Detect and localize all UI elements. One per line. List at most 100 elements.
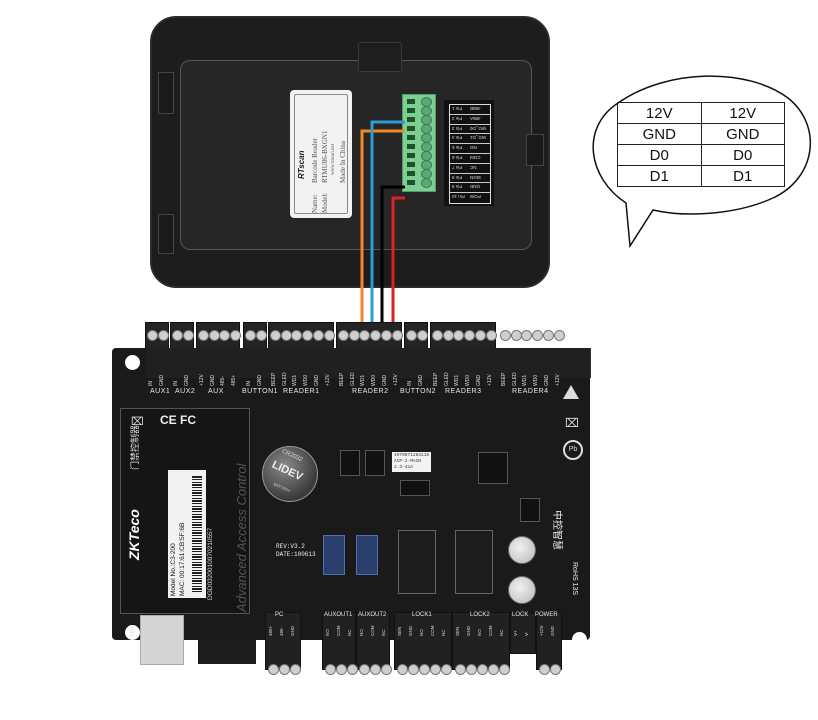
- label-lock1: LOCK1: [412, 612, 432, 618]
- terminal-screw: [268, 664, 279, 675]
- esd-warning-icon: [563, 385, 579, 399]
- pin-label: GND: [543, 374, 550, 386]
- pin-label: BEEP: [339, 372, 345, 386]
- terminal-pc: [265, 612, 301, 670]
- link-led-label: LINK: [130, 624, 136, 636]
- terminal-screw: [391, 330, 403, 341]
- zkteco-logo: ZKTeco: [126, 509, 142, 560]
- wire-d0-blue: [370, 120, 405, 338]
- terminal-screw: [182, 330, 194, 341]
- pin-label: WD1: [454, 374, 461, 386]
- product-line: Advanced Access Control: [234, 463, 249, 612]
- pin-label: GND: [183, 374, 190, 386]
- pin-label: NO: [325, 629, 330, 636]
- dip-switch[interactable]: [198, 634, 256, 664]
- terminal-screw: [485, 330, 497, 341]
- terminal-screw: [499, 664, 510, 675]
- label-reader3: READER3: [445, 388, 482, 395]
- terminal-screw: [348, 330, 360, 341]
- ce-fc-marks-icon: CE FC: [160, 413, 196, 427]
- pin-label: GND: [381, 374, 388, 386]
- label-reader4: READER4: [512, 388, 549, 395]
- relay-lock2: [455, 530, 493, 594]
- terminal-screw: [325, 664, 336, 675]
- label-button2: BUTTON2: [400, 388, 437, 395]
- terminal-lock2: [452, 612, 510, 670]
- pin-label: IN: [148, 381, 154, 386]
- label-aux1: AUX1: [150, 388, 171, 395]
- mount-hole: [125, 355, 140, 370]
- terminal-screw: [323, 330, 335, 341]
- pin-label: GND: [209, 374, 216, 386]
- terminal-auxout2: [356, 612, 390, 670]
- terminal-screw: [157, 330, 169, 341]
- label-auxout1: AUXOUT1: [324, 612, 353, 618]
- terminal-screw: [453, 330, 465, 341]
- terminal-screw: [553, 330, 565, 341]
- terminal-screw: [397, 664, 408, 675]
- relay-auxout2: [356, 535, 378, 575]
- pin-label: BEEP: [433, 372, 439, 386]
- pin-label: SEN: [397, 626, 402, 636]
- ic-chip: [365, 450, 385, 476]
- terminal-screw: [312, 330, 324, 341]
- pin-label: COM: [488, 625, 493, 637]
- pin-label: NC: [499, 629, 504, 637]
- pin-label: NO: [477, 629, 482, 636]
- microcontroller: [478, 452, 508, 484]
- pin-label: WD0: [371, 374, 378, 386]
- label-pc: PC: [275, 612, 284, 618]
- pin-label: IN: [246, 381, 252, 386]
- capacitor: [508, 536, 536, 564]
- wire-12v-red: [391, 196, 405, 338]
- pin-label: GND: [417, 374, 424, 386]
- pin-label: NO: [359, 629, 364, 636]
- model-number: Model No.:C3-200: [170, 543, 177, 596]
- pin-label: GLED: [349, 372, 356, 386]
- weee-icon: ⌧: [565, 416, 579, 430]
- pin-label: V-: [524, 631, 529, 636]
- ethernet-port[interactable]: [140, 615, 184, 665]
- serial-number: DGD0320010070210557: [207, 527, 214, 600]
- pin-label: NC: [441, 629, 446, 637]
- coin-battery: CR2032 LIDEV BATTERY: [262, 446, 318, 502]
- pin-label: GND: [466, 626, 471, 636]
- pin-label: WD1: [292, 374, 299, 386]
- pin-label: IN: [173, 381, 179, 386]
- terminal-screw: [432, 330, 443, 341]
- terminal-screw: [539, 664, 550, 675]
- terminal-screw: [245, 330, 256, 341]
- pin-label: 485-: [279, 626, 284, 636]
- terminal-screw: [290, 664, 301, 675]
- terminal-power: [536, 612, 562, 670]
- terminal-screw: [359, 664, 370, 675]
- pin-label: GLED: [511, 372, 518, 386]
- terminal-screw: [430, 664, 441, 675]
- terminal-screw: [455, 664, 466, 675]
- terminal-screw: [464, 330, 476, 341]
- pin-label: 485-: [220, 375, 227, 386]
- wire-d1-orange: [360, 129, 405, 338]
- terminal-screw: [208, 330, 220, 341]
- pin-label: GND: [408, 626, 413, 636]
- pin-label: GND: [158, 374, 165, 386]
- terminal-screw: [419, 664, 430, 675]
- pin-label: V+: [513, 630, 518, 636]
- pin-label: BEEP: [271, 372, 277, 386]
- weee-icon: ⌧: [131, 416, 144, 428]
- mac-address: MAC: 00:17:61:CB:5F:6B: [179, 522, 186, 596]
- pin-label: +12V: [199, 374, 205, 386]
- terminal-screw: [336, 664, 347, 675]
- pin-label: BEEP: [501, 372, 507, 386]
- terminal-screw: [370, 664, 381, 675]
- terminal-auxout1: [322, 612, 356, 670]
- terminal-screw: [542, 330, 554, 341]
- terminal-screw: [500, 330, 511, 341]
- ic-chip: [340, 450, 360, 476]
